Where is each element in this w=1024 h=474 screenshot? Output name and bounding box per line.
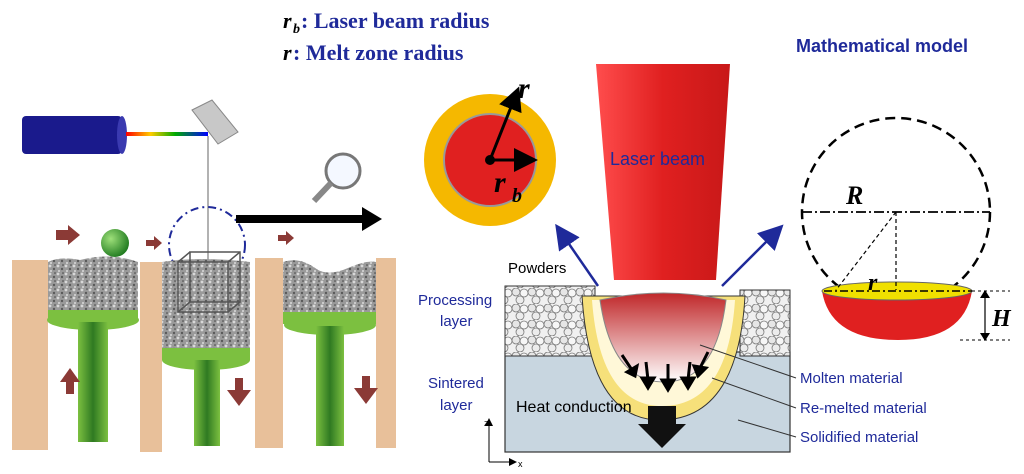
powder-ball <box>101 229 129 257</box>
circle-rb-label: r <box>494 166 506 199</box>
powder-bed-left <box>504 285 596 357</box>
arrow-right-1 <box>56 225 80 245</box>
arrow-down-1 <box>227 378 251 406</box>
circle-rb-sub: b <box>512 185 522 207</box>
rb-description: : Laser beam radius <box>301 8 490 33</box>
model-title: Mathematical model <box>796 36 968 56</box>
laser-beam-label: Laser beam <box>610 149 705 169</box>
printed-part <box>177 251 241 313</box>
molten-label: Molten material <box>800 370 903 387</box>
laser-beam <box>596 64 730 280</box>
slm-machine <box>12 99 396 452</box>
arrow-to-circle <box>555 223 600 287</box>
processing-label-1: Processing <box>418 292 492 309</box>
heat-arrow <box>638 424 686 448</box>
axis-x: x <box>518 459 523 469</box>
laser-ray <box>126 132 208 136</box>
laser-source <box>22 116 122 154</box>
scanner-mirror <box>191 99 239 145</box>
rb-symbol: r <box>283 8 292 33</box>
powders-label: Powders <box>508 260 566 277</box>
arrow-right-3 <box>278 231 294 245</box>
model-R-label: R <box>845 181 863 210</box>
magnifier-icon <box>311 152 362 204</box>
sintered-label-1: Sintered <box>428 375 484 392</box>
arrow-to-model <box>721 224 784 287</box>
powder-bed-right <box>739 289 791 357</box>
model-H-label: H <box>991 306 1012 332</box>
axis-z: z <box>484 418 489 428</box>
remelted-label: Re-melted material <box>800 400 927 417</box>
solidified-label: Solidified material <box>800 429 918 446</box>
r-symbol: r <box>283 40 292 65</box>
mathematical-model: Mathematical model R r H <box>796 36 1012 341</box>
arrow-up <box>60 368 80 394</box>
model-r-label: r <box>868 270 878 296</box>
heat-conduction-label: Heat conduction <box>516 399 632 416</box>
beam-spot-circle: r r b <box>424 72 556 226</box>
melt-pool-section: Laser beam z x Powders Process <box>418 64 927 469</box>
circle-r-label: r <box>518 72 530 105</box>
arrow-down-2 <box>354 376 378 404</box>
arrow-right-2 <box>146 236 162 250</box>
sintered-label-2: layer <box>440 397 473 414</box>
rb-subscript: b <box>293 22 300 37</box>
r-description: : Melt zone radius <box>293 40 464 65</box>
processing-label-2: layer <box>440 313 473 330</box>
